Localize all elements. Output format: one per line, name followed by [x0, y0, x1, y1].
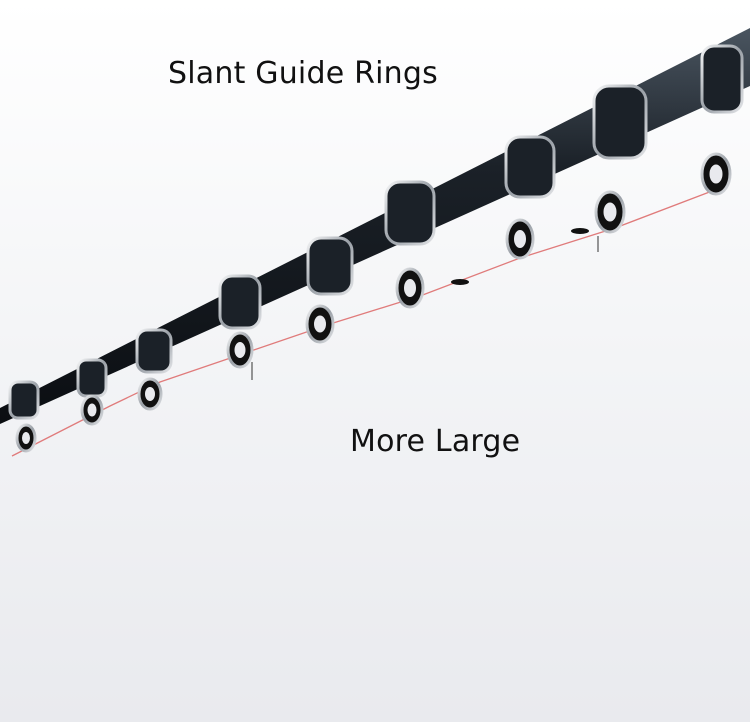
guide-ring-icon: [700, 44, 744, 196]
line-sinker: [451, 279, 469, 285]
guide-ring-icon: [305, 236, 354, 344]
guide-ring-icon: [592, 84, 648, 234]
caption-slant-guide-rings: Slant Guide Rings: [168, 56, 438, 91]
guide-ring-icon: [384, 180, 436, 309]
caption-more-large: More Large: [350, 424, 521, 459]
line-sinker: [571, 228, 589, 234]
guide-ring-icon: [8, 380, 40, 453]
guide-ring-icon: [76, 358, 108, 426]
guide-ring-icon: [504, 135, 556, 260]
guide-ring-icon: [135, 328, 173, 411]
guide-ring-icon: [218, 274, 262, 369]
rod-shaft: [0, 28, 750, 424]
